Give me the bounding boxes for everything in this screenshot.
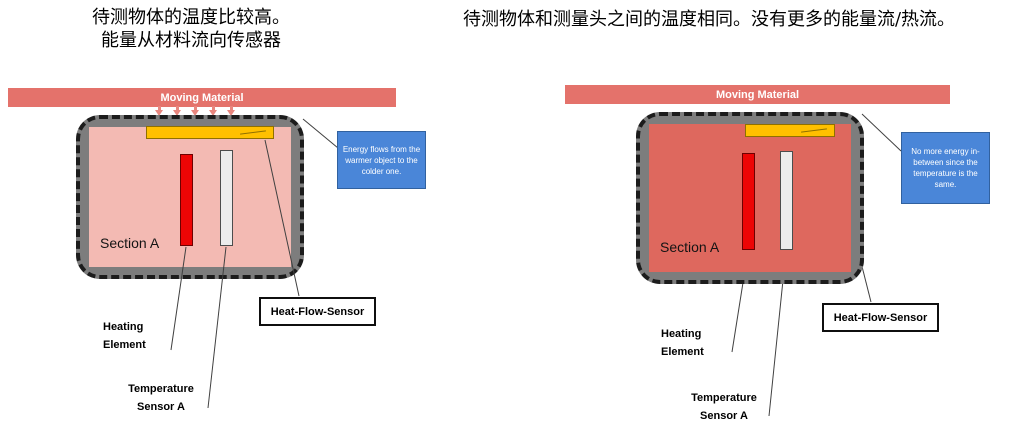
heat-flow-sensor-strip-right <box>745 124 835 137</box>
heat-flow-arrows <box>155 106 235 116</box>
temperature-sensor-label-left: Temperature Sensor A <box>125 380 197 416</box>
energy-callout-right: No more energy in-between since the temp… <box>901 132 990 204</box>
temperature-sensor-label-line1: Temperature <box>691 392 757 404</box>
temperature-sensor-label-line2: Sensor A <box>700 410 748 422</box>
down-arrow-icon <box>209 106 217 116</box>
heating-element-label-line1: Heating <box>103 321 144 333</box>
moving-material-bar-right: Moving Material <box>565 85 950 104</box>
heating-element-label-line2: Element <box>103 339 146 351</box>
heating-element-label-left: Heating Element <box>103 318 146 354</box>
temperature-sensor-bar-right <box>780 151 793 250</box>
heat-flow-sensor-label-left: Heat-Flow-Sensor <box>259 297 376 326</box>
temperature-sensor-label-right: Temperature Sensor A <box>686 389 762 425</box>
heating-element-label-right: Heating Element <box>661 325 704 361</box>
down-arrow-icon <box>227 106 235 116</box>
sensor-fold-mark <box>801 128 827 133</box>
down-arrow-icon <box>155 106 163 116</box>
heating-element-label-line2: Element <box>661 346 704 358</box>
right-title-line1: 待测物体和测量头之间的温度相同。没有更多的能量流/热流。 <box>463 9 956 30</box>
heating-element-bar-right <box>742 153 755 250</box>
left-title-line1: 待测物体的温度比较高。 <box>92 7 290 28</box>
moving-material-label-right: Moving Material <box>715 88 800 101</box>
connector-line <box>861 113 902 152</box>
temperature-sensor-label-line1: Temperature <box>128 383 194 395</box>
section-a-label-left: Section A <box>100 235 160 251</box>
moving-material-label-left: Moving Material <box>160 91 244 104</box>
heat-flow-sensor-label-right: Heat-Flow-Sensor <box>822 303 939 332</box>
sensor-fold-mark <box>240 130 266 135</box>
moving-material-bar-left: Moving Material <box>8 88 396 107</box>
heating-element-label-line1: Heating <box>661 328 702 340</box>
heat-flow-sensor-strip-left <box>146 126 274 139</box>
left-title-line2: 能量从材料流向传感器 <box>101 30 281 51</box>
energy-callout-left: Energy flows from the warmer object to t… <box>337 131 426 189</box>
connector-line <box>302 118 339 149</box>
right-title: 待测物体和测量头之间的温度相同。没有更多的能量流/热流。 <box>463 8 1025 31</box>
down-arrow-icon <box>191 106 199 116</box>
left-title: 待测物体的温度比较高。 能量从材料流向传感器 <box>30 6 352 52</box>
temperature-sensor-label-line2: Sensor A <box>137 401 185 413</box>
temperature-sensor-bar-left <box>220 150 233 246</box>
section-a-label-right: Section A <box>660 239 720 255</box>
heating-element-bar-left <box>180 154 193 246</box>
down-arrow-icon <box>173 106 181 116</box>
